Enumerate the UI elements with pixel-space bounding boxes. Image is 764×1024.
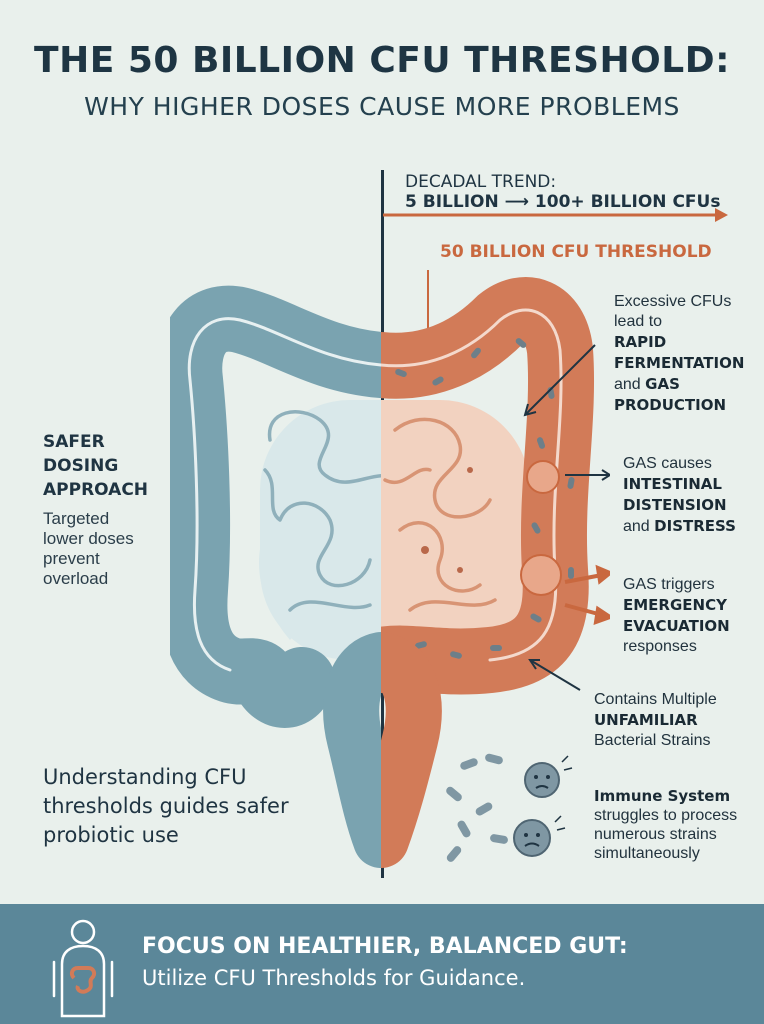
note-strong: EMERGENCY EVACUATION [623,596,730,635]
note-strains: Contains Multiple UNFAMILIAR Bacterial S… [594,690,764,751]
excess-gut-half [381,277,595,868]
note-fermentation: Excessive CFUs lead to RAPID FERMENTATIO… [614,292,764,416]
note-strong: UNFAMILIAR [594,711,698,729]
person-silhouette-icon [52,919,114,1018]
page-title: THE 50 BILLION CFU THRESHOLD: [34,40,730,81]
trend-range: 5 BILLION ⟶ 100+ BILLION CFUs [405,192,720,212]
note-mid: and [623,518,650,535]
note-strong: INTESTINAL DISTENSION [623,475,727,514]
left-heading: SAFER DOSING APPROACH [43,432,149,500]
microbe-icon [446,753,573,862]
evacuation-arrows [564,564,610,626]
note-strong: DISTRESS [654,517,736,535]
note-strong: RAPID FERMENTATION [614,333,745,372]
footer-subheading: Utilize CFU Thresholds for Guidance. [142,966,526,990]
annotation-arrows [523,344,610,691]
trend-label: DECADAL TREND: [405,172,557,192]
note-lead: GAS causes [623,455,712,472]
note-distension: GAS causes INTESTINAL DISTENSION and DIS… [623,454,763,537]
note-strong: Immune System [594,787,731,805]
note-lead: GAS triggers [623,576,715,593]
note-lead: Excessive CFUs lead to [614,293,732,330]
note-mid: Bacterial Strains [594,732,711,749]
note-mid: and [614,376,641,393]
page-subtitle: WHY HIGHER DOSES CAUSE MORE PROBLEMS [84,92,680,121]
note-mid: struggles to process numerous strains si… [594,807,738,862]
trend-to: 100+ BILLION CFUs [534,192,721,212]
footer-banner: FOCUS ON HEALTHIER, BALANCED GUT: Utiliz… [0,904,764,1024]
threshold-label: 50 BILLION CFU THRESHOLD [440,242,712,262]
gut-illustration [170,270,610,868]
note-immune: Immune System struggles to process numer… [594,787,764,863]
left-bottom-text: Understanding CFU thresholds guides safe… [43,765,289,847]
trend-arrow-glyph: ⟶ [504,192,535,212]
trend-arrow-icon [383,208,728,222]
note-mid: responses [623,638,697,655]
note-evacuation: GAS triggers EMERGENCY EVACUATION respon… [623,575,763,657]
note-strong: GAS PRODUCTION [614,375,727,414]
note-lead: Contains Multiple [594,691,717,708]
healthy-gut-half [170,285,381,868]
left-body: Targeted lower doses prevent overload [43,509,134,588]
footer-heading: FOCUS ON HEALTHIER, BALANCED GUT: [142,934,628,959]
trend-from: 5 BILLION [405,192,499,212]
